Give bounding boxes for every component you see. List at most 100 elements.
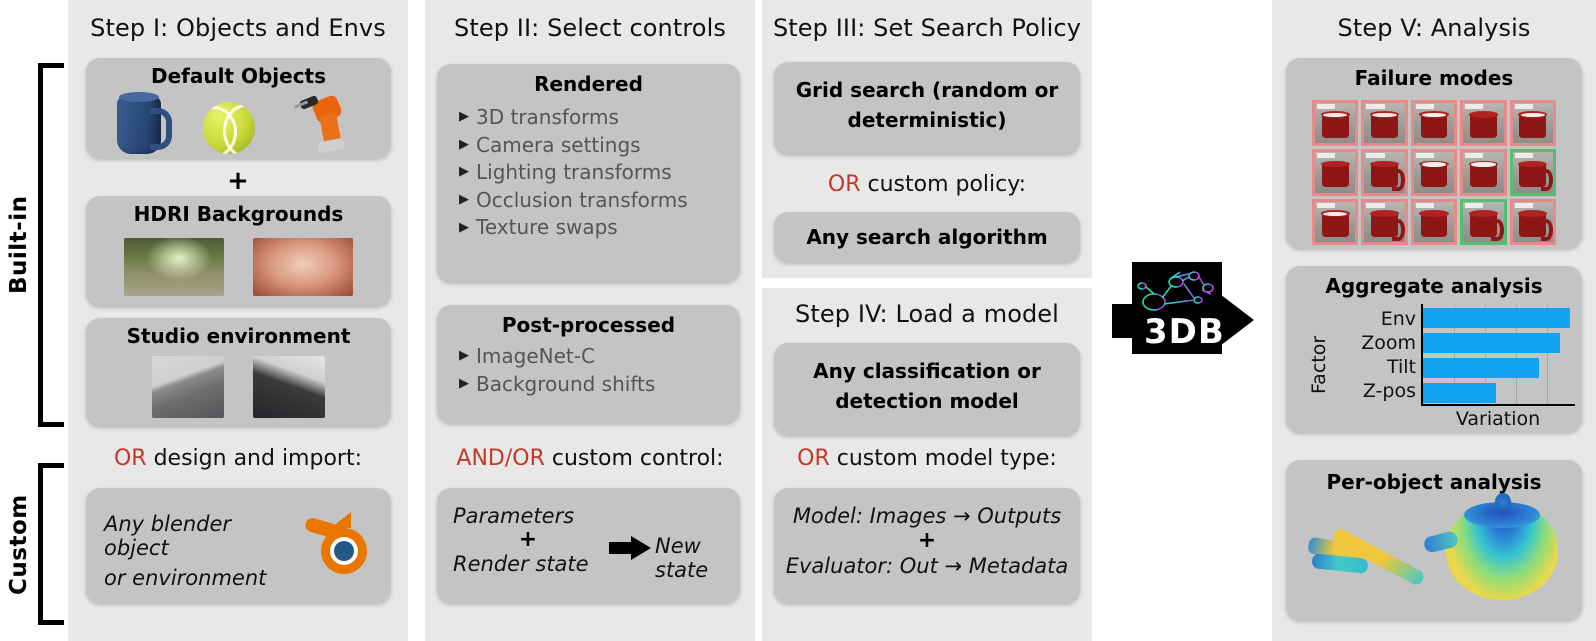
step2-title: Step II: Select controls [454,14,726,42]
rendered-item[interactable]: ▶ Lighting transforms [459,159,740,187]
teapot-heatmap-mesh [1422,493,1558,600]
rendered-item[interactable]: ▶ Occlusion transforms [459,187,740,215]
side-label-custom: Custom [6,494,32,596]
chart-y-axis-label: Factor [1308,335,1330,394]
step1-title: Step I: Objects and Envs [90,14,386,42]
chart-bar-zoom [1423,333,1560,353]
studio-scene-b-thumbnail [252,356,325,418]
failure-cell[interactable] [1361,149,1408,196]
chart-bar-zpos [1423,383,1496,403]
chart-y-tick: Zoom [1361,332,1416,354]
panel-step-4: Step IV: Load a model Any classification… [762,288,1092,641]
any-search-algorithm-label: Any search algorithm [806,225,1048,249]
bracket-built-in [38,63,64,427]
side-label-built-in: Built-in [6,195,32,295]
aggregate-analysis-title: Aggregate analysis [1325,274,1543,298]
card-default-objects[interactable]: Default Objects [86,58,391,158]
interior-hdri-thumbnail [252,238,353,296]
custom-blender-line2: or environment [104,566,267,590]
failure-cell[interactable] [1509,149,1556,196]
custom-control-render-state: Render state [453,552,589,576]
card-rendered-title: Rendered [534,72,643,96]
pipeline-3db-logo: 3DB [1112,262,1264,380]
step4-connector: OR custom model type: [762,446,1092,471]
studio-thumbnails [138,356,339,418]
chart-plot-area [1421,304,1575,406]
rendered-item-label: 3D transforms [476,105,619,129]
step3-connector-keyword: OR [827,172,861,197]
chart-y-tick: Tilt [1386,356,1416,378]
failure-cell[interactable] [1509,100,1556,147]
failure-cell[interactable] [1312,149,1359,196]
rendered-item[interactable]: ▶ Camera settings [459,132,740,160]
failure-cell[interactable] [1460,100,1507,147]
triangle-right-icon: ▶ [459,219,469,235]
step4-connector-keyword: OR [797,446,830,471]
rendered-items-list: ▶ 3D transforms ▶ Camera settings ▶ Ligh… [437,96,740,242]
card-post-processed-controls[interactable]: Post-processed ▶ ImageNet-C ▶ Background… [437,305,740,423]
triangle-right-icon: ▶ [459,348,469,364]
step5-title: Step V: Analysis [1337,14,1531,42]
custom-model-plus: + [917,528,937,553]
step4-connector-text: custom model type: [829,446,1057,471]
card-per-object-analysis[interactable]: Per-object analysis [1286,460,1582,620]
post-item[interactable]: ▶ ImageNet-C [459,343,740,371]
per-object-analysis-title: Per-object analysis [1326,470,1542,494]
failure-cell[interactable] [1361,100,1408,147]
failure-cell[interactable] [1410,198,1458,246]
panel-step-3: Step III: Set Search Policy Grid search … [762,0,1092,278]
failure-cell[interactable] [1312,100,1359,147]
step2-connector-keyword: AND/OR [456,446,545,471]
bracket-custom [38,463,64,625]
rendered-item[interactable]: ▶ 3D transforms [459,104,740,132]
chart-bar-env [1423,308,1571,328]
card-hdri-backgrounds[interactable]: HDRI Backgrounds [86,196,391,306]
card-custom-control[interactable]: Parameters + Render state New state [437,488,740,603]
card-aggregate-analysis[interactable]: Aggregate analysis Factor Env Zoom Tilt … [1286,266,1582,432]
grid-search-line1: Grid search (random or [795,78,1059,102]
aggregate-bar-chart: Factor Env Zoom Tilt Z-pos Variation [1286,302,1582,430]
hammer-heatmap-mesh [1306,508,1438,600]
chart-y-tick: Z-pos [1362,380,1416,402]
card-custom-blender[interactable]: Any blender object or environment [86,488,391,603]
failure-cell[interactable] [1460,198,1507,246]
rendered-item[interactable]: ▶ Texture swaps [459,214,740,242]
forest-hdri-thumbnail [124,238,225,296]
default-objects-thumbnails [96,92,381,154]
panel-step-1: Step I: Objects and Envs Default Objects… [68,0,408,641]
post-item-label: ImageNet-C [476,344,595,368]
tennis-ball-thumbnail [203,102,256,154]
card-grid-search[interactable]: Grid search (random or deterministic) [774,62,1080,154]
step3-title: Step III: Set Search Policy [772,14,1082,42]
panel-step-2: Step II: Select controls Rendered ▶ 3D t… [425,0,755,641]
triangle-right-icon: ▶ [459,136,469,152]
card-rendered-controls[interactable]: Rendered ▶ 3D transforms ▶ Camera settin… [437,64,740,282]
failure-cell[interactable] [1410,100,1458,147]
card-studio-environment[interactable]: Studio environment [86,318,391,426]
failure-modes-grid [1312,100,1556,246]
rendered-item-label: Texture swaps [476,215,618,240]
failure-cell[interactable] [1509,198,1556,246]
card-any-search-algorithm[interactable]: Any search algorithm [774,212,1080,262]
post-item[interactable]: ▶ Background shifts [459,371,740,399]
failure-cell[interactable] [1460,149,1507,196]
failure-cell[interactable] [1361,198,1408,246]
card-studio-title: Studio environment [126,324,351,348]
step2-connector-text: custom control: [544,446,724,471]
studio-scene-a-thumbnail [152,356,225,418]
card-post-title: Post-processed [501,313,676,337]
triangle-right-icon: ▶ [459,192,469,208]
card-failure-modes[interactable]: Failure modes [1286,58,1582,248]
step1-connector: OR design and import: [68,446,408,471]
blue-pitcher-thumbnail [117,92,173,154]
custom-control-left: Parameters + Render state [453,504,603,576]
step2-connector: AND/OR custom control: [425,446,755,471]
card-custom-model-type[interactable]: Model: Images → Outputs + Evaluator: Out… [774,488,1080,603]
rendered-item-label: Camera settings [476,132,641,157]
failure-cell[interactable] [1312,198,1359,246]
custom-control-parameters: Parameters [453,504,575,528]
failure-cell[interactable] [1410,149,1458,196]
card-any-model[interactable]: Any classification or detection model [774,343,1080,435]
step1-connector-text: design and import: [146,446,362,471]
